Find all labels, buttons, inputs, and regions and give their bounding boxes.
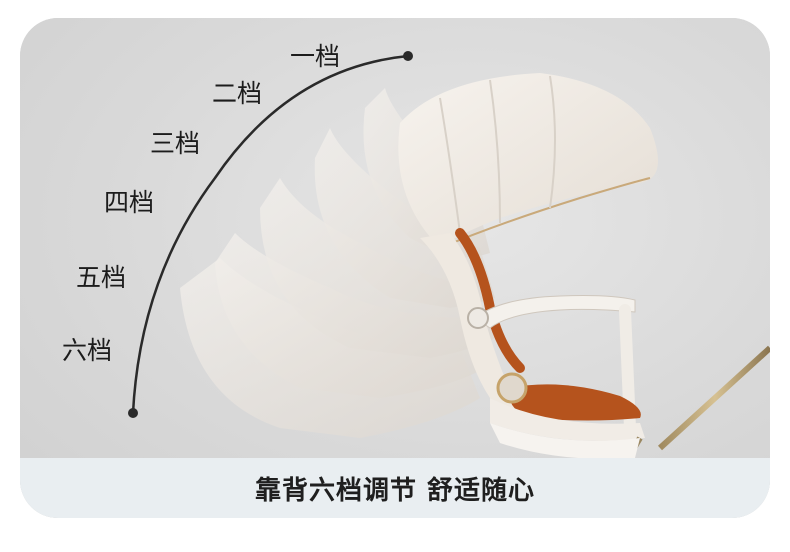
level-label-6: 六档 bbox=[62, 336, 113, 365]
recline-arc bbox=[131, 54, 409, 414]
seat-base bbox=[490, 423, 640, 459]
level-label-1: 一档 bbox=[290, 42, 341, 71]
product-card: 一档 二档 三档 四档 五档 六档 靠背六档调节 舒适随心 bbox=[20, 18, 770, 518]
level-label-4: 四档 bbox=[104, 188, 155, 217]
seat-cushion bbox=[490, 372, 645, 441]
arc-end-bottom bbox=[128, 408, 138, 418]
stroller-illustration bbox=[128, 51, 770, 490]
caption-text: 靠背六档调节 舒适随心 bbox=[254, 475, 536, 506]
level-label-2: 二档 bbox=[212, 79, 263, 108]
canopy-main bbox=[398, 73, 658, 249]
level-label-5: 五档 bbox=[76, 263, 127, 292]
caption-bar: 靠背六档调节 舒适随心 bbox=[20, 458, 770, 518]
arc-end-top bbox=[403, 51, 413, 61]
level-label-3: 三档 bbox=[150, 129, 201, 158]
